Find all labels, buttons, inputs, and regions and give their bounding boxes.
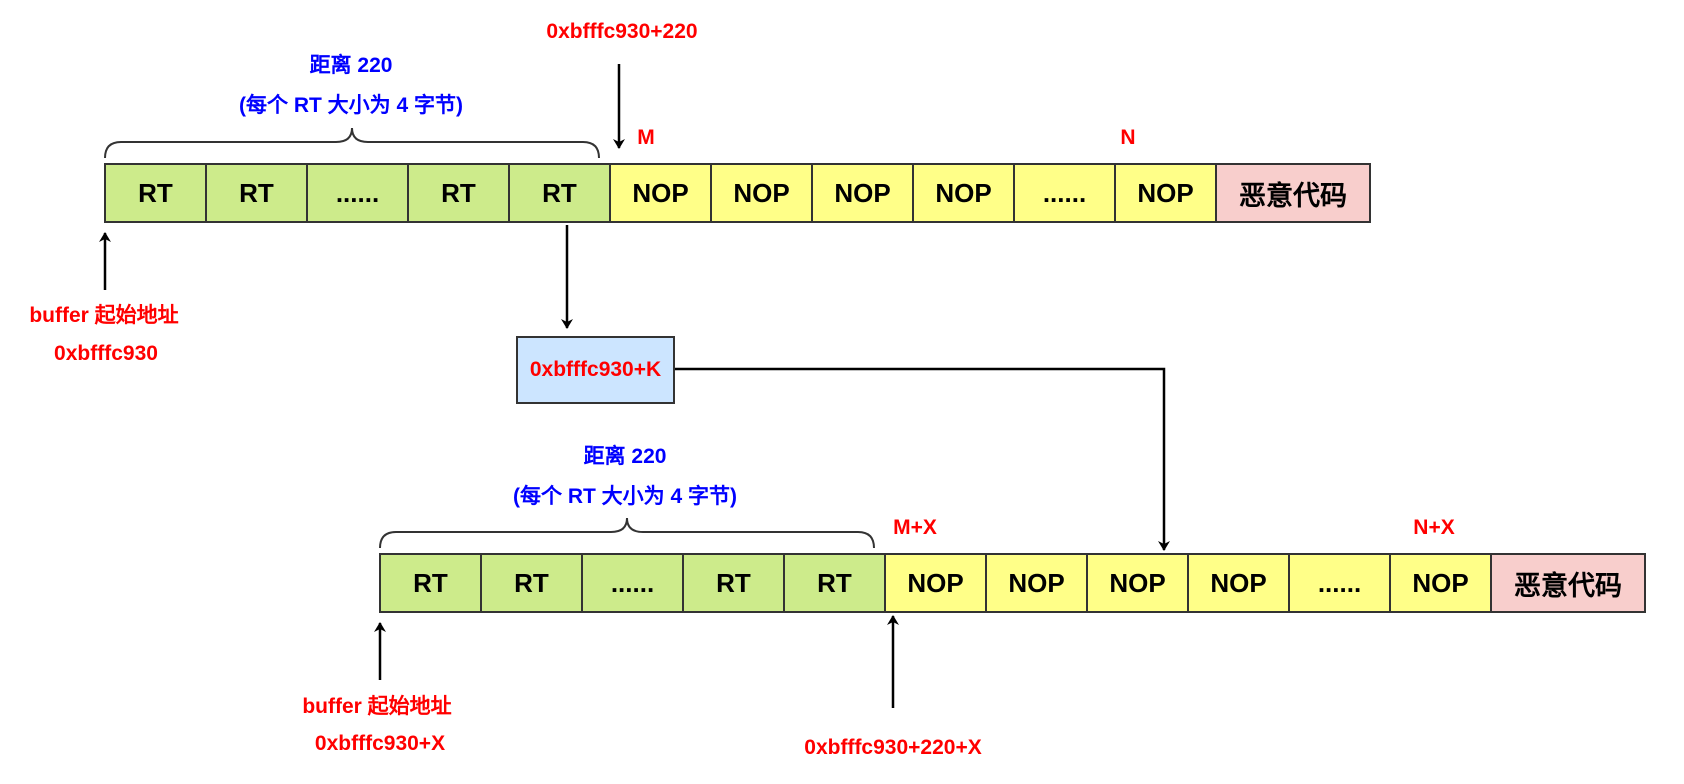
memory-cell: RT [205,163,308,223]
memory-cell: NOP [1086,553,1189,613]
malicious-code-cell: 恶意代码 [1490,553,1646,613]
memory-cell: NOP [1389,553,1492,613]
malicious-code-cell: 恶意代码 [1215,163,1371,223]
memory-cell: NOP [811,163,914,223]
memory-cell: RT [480,553,583,613]
memory-cell: RT [508,163,611,223]
bottom-memory-strip: RT RT ...... RT RT NOP NOP NOP NOP .....… [379,553,1646,613]
addr-to-nop-arrow [675,367,1170,551]
memory-cell: RT [407,163,510,223]
bottom-distance-label: 距离 220 [583,445,667,468]
memory-cell: NOP [609,163,712,223]
bottom-buffer-label: buffer 起始地址 [302,695,452,718]
bottom-distance-brace [379,517,875,549]
top-n-label: N [1120,126,1136,149]
memory-cell: RT [783,553,886,613]
memory-cell: ...... [1013,163,1116,223]
memory-cell: ...... [306,163,409,223]
top-memory-strip: RT RT ...... RT RT NOP NOP NOP NOP .....… [104,163,1371,223]
memory-cell: RT [379,553,482,613]
bottom-target-address: 0xbfffc930+220+X [804,736,982,759]
memory-cell: NOP [1187,553,1290,613]
top-distance-brace [104,127,600,159]
return-address-box: 0xbfffc930+K [516,336,675,404]
memory-cell: NOP [1114,163,1217,223]
memory-cell: ...... [1288,553,1391,613]
memory-cell: NOP [884,553,987,613]
top-m-label: M [637,126,655,149]
bottom-size-note: (每个 RT 大小为 4 字节) [513,485,737,508]
memory-cell: ...... [581,553,684,613]
memory-cell: RT [682,553,785,613]
top-buffer-label: buffer 起始地址 [29,304,179,327]
top-distance-label: 距离 220 [309,54,393,77]
memory-cell: NOP [710,163,813,223]
bottom-buffer-address: 0xbfffc930+X [314,732,446,755]
memory-cell: RT [104,163,207,223]
memory-cell: NOP [985,553,1088,613]
bottom-m-label: M+X [893,516,937,539]
top-target-address: 0xbfffc930+220 [546,20,698,43]
top-size-note: (每个 RT 大小为 4 字节) [239,94,463,117]
top-buffer-address: 0xbfffc930 [54,342,158,365]
bottom-n-label: N+X [1413,516,1455,539]
memory-cell: NOP [912,163,1015,223]
